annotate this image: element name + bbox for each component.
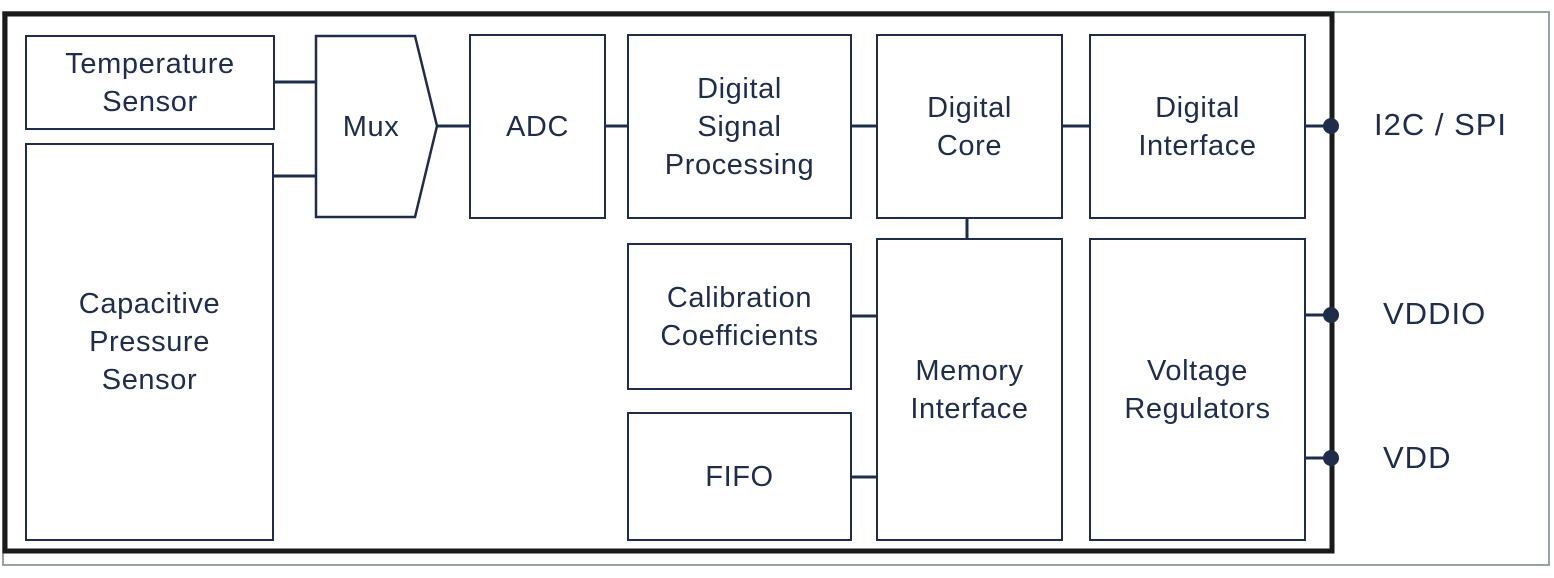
digital-interface-label: Digital Interface (1138, 91, 1257, 162)
adc-label: ADC (505, 110, 570, 143)
memory-interface-label: Memory Interface (910, 354, 1029, 425)
fifo-label: FIFO (705, 460, 774, 493)
fifo-block: FIFO (627, 412, 852, 541)
calibration-coefficients-label: Calibration Coefficients (660, 281, 819, 352)
i2c-spi-pin-dot (1323, 118, 1339, 134)
capacitive-pressure-sensor-label: Capacitive Pressure Sensor (78, 288, 221, 396)
digital-core-label: Digital Core (927, 91, 1012, 162)
voltage-regulators-block: Voltage Regulators (1089, 238, 1306, 541)
mux-label: Mux (342, 110, 400, 143)
capacitive-pressure-sensor-block: Capacitive Pressure Sensor (25, 143, 274, 541)
i2c-spi-pin-label: I2C / SPI (1374, 107, 1508, 142)
mux-block: Mux (316, 36, 426, 217)
digital-signal-processing-label: Digital Signal Processing (664, 72, 815, 181)
digital-core-block: Digital Core (876, 34, 1063, 219)
chip-boundary (2, 11, 1335, 554)
digital-signal-processing-block: Digital Signal Processing (627, 34, 852, 219)
temperature-sensor-label: Temperature Sensor (65, 47, 235, 118)
memory-interface-block: Memory Interface (876, 238, 1063, 541)
temperature-sensor-block: Temperature Sensor (25, 35, 275, 130)
digital-interface-block: Digital Interface (1089, 34, 1306, 219)
vddio-pin-label: VDDIO (1383, 296, 1487, 331)
voltage-regulators-label: Voltage Regulators (1124, 354, 1271, 425)
mux-shape (314, 34, 439, 219)
vdd-pin-label: VDD (1383, 440, 1452, 475)
vddio-pin-dot (1323, 307, 1339, 323)
vdd-pin-dot (1323, 450, 1339, 466)
adc-block: ADC (469, 34, 606, 219)
calibration-coefficients-block: Calibration Coefficients (627, 243, 852, 390)
